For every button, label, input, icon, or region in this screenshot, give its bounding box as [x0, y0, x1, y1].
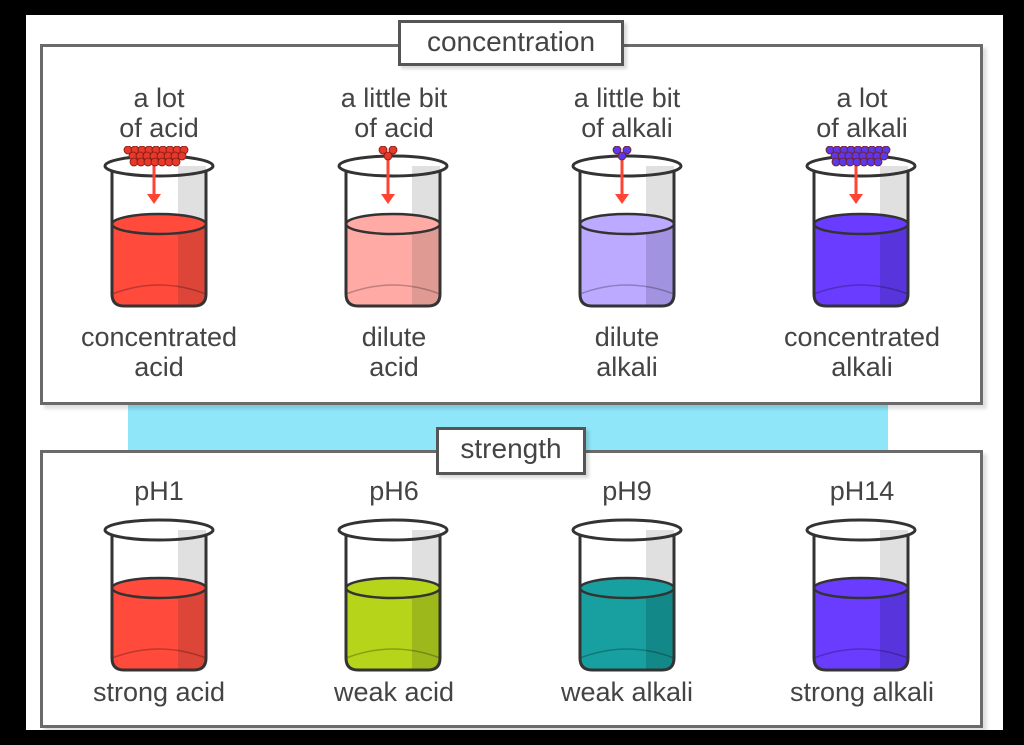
- concentration-title: concentration: [398, 20, 624, 66]
- strength-label: strong alkali: [789, 677, 935, 707]
- beaker-icon: [332, 145, 456, 321]
- conc-top-label: a lot of acid: [119, 83, 199, 143]
- conc-bottom-label: dilute alkali: [594, 322, 660, 382]
- beaker-icon: [98, 510, 222, 685]
- beaker-icon: [800, 510, 924, 685]
- conc-bottom-label: concentrated acid: [80, 322, 238, 382]
- conc-bottom-label: concentrated alkali: [783, 322, 941, 382]
- beaker-icon: [800, 145, 924, 321]
- ph-label: pH6: [369, 476, 419, 506]
- beaker-icon: [98, 145, 222, 321]
- beaker-icon: [332, 510, 456, 685]
- ph-label: pH1: [134, 476, 184, 506]
- strength-label: strong acid: [92, 677, 226, 707]
- conc-bottom-label: dilute acid: [361, 322, 427, 382]
- strength-title: strength: [436, 427, 586, 475]
- beaker-icon: [566, 510, 690, 685]
- ph-label: pH14: [829, 476, 895, 506]
- ph-label: pH9: [602, 476, 652, 506]
- conc-top-label: a little bit of acid: [340, 83, 448, 143]
- strength-label: weak alkali: [560, 677, 694, 707]
- strength-label: weak acid: [333, 677, 455, 707]
- conc-top-label: a little bit of alkali: [573, 83, 681, 143]
- conc-top-label: a lot of alkali: [816, 83, 908, 143]
- beaker-icon: [566, 145, 690, 321]
